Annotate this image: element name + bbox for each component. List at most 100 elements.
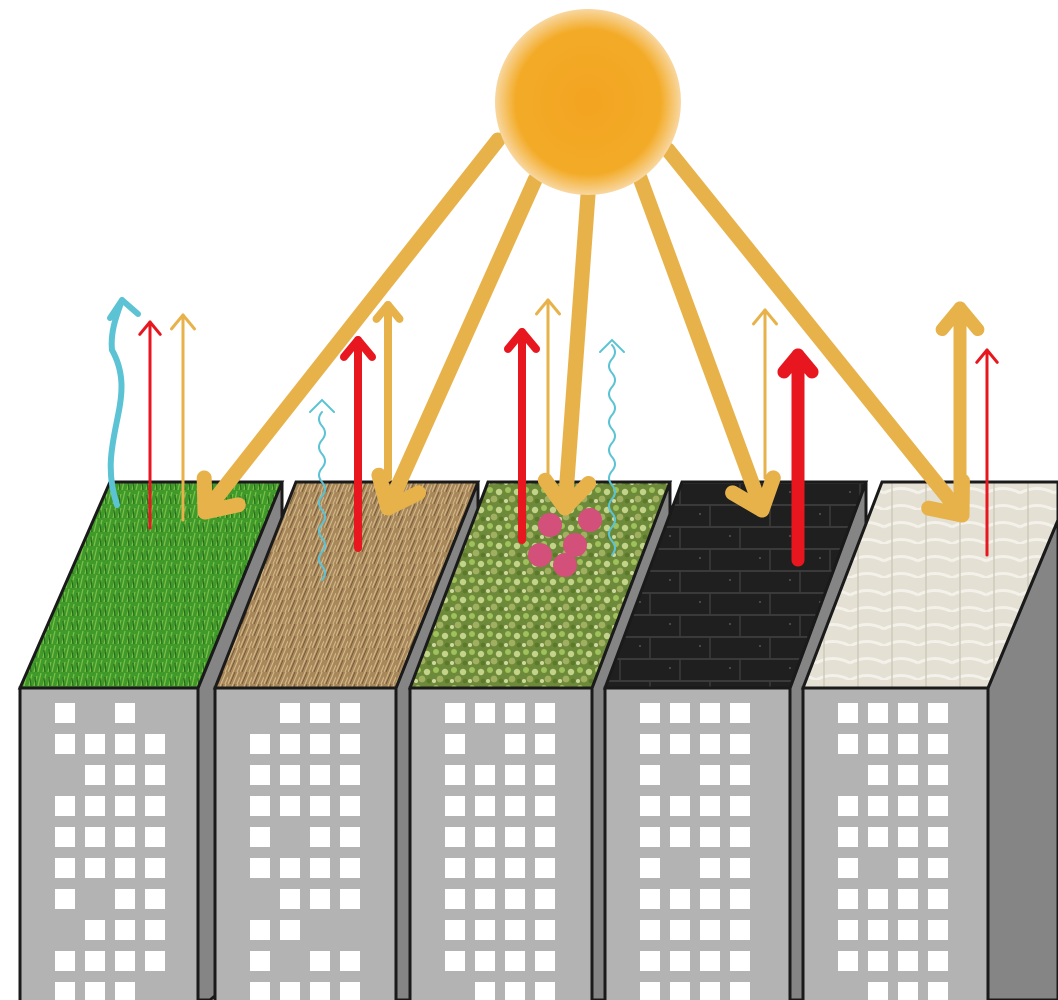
flower-icon: [538, 513, 562, 537]
window: [340, 858, 360, 878]
window: [700, 765, 720, 785]
sun-icon: [495, 9, 681, 195]
window: [115, 734, 135, 754]
building-front-wall: [603, 686, 792, 1000]
window: [145, 796, 165, 816]
window: [475, 920, 495, 940]
incoming-solar-ray-asphalt-shingle: [632, 170, 781, 518]
window: [445, 858, 465, 878]
window: [505, 827, 525, 847]
heat-arrow-dry-grass: [339, 336, 377, 552]
window: [730, 734, 750, 754]
window: [280, 920, 300, 940]
building-front-wall: [408, 686, 594, 1000]
window: [898, 858, 918, 878]
window: [145, 827, 165, 847]
window: [670, 982, 690, 1000]
window: [670, 827, 690, 847]
window: [310, 703, 330, 723]
window: [535, 920, 555, 940]
window: [670, 703, 690, 723]
window: [340, 703, 360, 723]
buildings-group: [17, 480, 1058, 1000]
window: [535, 703, 555, 723]
window: [928, 827, 948, 847]
window: [928, 920, 948, 940]
window: [445, 796, 465, 816]
window: [730, 703, 750, 723]
window: [868, 734, 888, 754]
window: [55, 703, 75, 723]
window: [145, 920, 165, 940]
window: [280, 982, 300, 1000]
roof-white-tile: [800, 480, 1058, 690]
window: [505, 858, 525, 878]
window: [928, 703, 948, 723]
window: [505, 920, 525, 940]
window: [115, 951, 135, 971]
window: [340, 734, 360, 754]
window: [445, 889, 465, 909]
window: [730, 858, 750, 878]
building-front-wall: [18, 686, 200, 1000]
incoming-solar-rays: [196, 132, 970, 523]
window: [898, 951, 918, 971]
window: [475, 982, 495, 1000]
window: [868, 982, 888, 1000]
flower-icon: [578, 508, 602, 532]
window: [838, 858, 858, 878]
window: [310, 858, 330, 878]
window: [898, 982, 918, 1000]
window: [928, 982, 948, 1000]
window: [700, 796, 720, 816]
window: [868, 951, 888, 971]
window: [340, 889, 360, 909]
roof-dry-grass: [212, 480, 481, 690]
window: [445, 827, 465, 847]
building-front-wall: [213, 686, 398, 1000]
window: [640, 858, 660, 878]
window: [670, 889, 690, 909]
building-front-wall: [801, 686, 990, 1000]
window: [730, 889, 750, 909]
window: [640, 889, 660, 909]
window: [868, 827, 888, 847]
window: [700, 827, 720, 847]
evaporation-arrow-dry-grass: [309, 398, 335, 581]
window: [730, 765, 750, 785]
reflected-solar-arrow-asphalt-shingle: [752, 308, 778, 480]
window: [310, 765, 330, 785]
window: [838, 734, 858, 754]
window: [115, 889, 135, 909]
window: [145, 858, 165, 878]
window: [670, 734, 690, 754]
window: [640, 920, 660, 940]
window: [898, 827, 918, 847]
heat-arrow-asphalt-shingle: [777, 348, 819, 567]
window: [838, 889, 858, 909]
window: [700, 734, 720, 754]
window: [445, 734, 465, 754]
window: [145, 951, 165, 971]
window: [928, 734, 948, 754]
reflected-solar-arrow-white-tile: [935, 301, 985, 502]
window: [145, 889, 165, 909]
window: [310, 796, 330, 816]
window: [868, 920, 888, 940]
window: [250, 982, 270, 1000]
window: [475, 827, 495, 847]
window: [898, 889, 918, 909]
window: [340, 982, 360, 1000]
building-white-tile: [800, 480, 1058, 1000]
window: [505, 982, 525, 1000]
window: [145, 734, 165, 754]
window: [700, 703, 720, 723]
evaporation-arrow-sedum: [599, 338, 625, 556]
window: [475, 796, 495, 816]
window: [700, 951, 720, 971]
window: [640, 827, 660, 847]
window: [85, 827, 105, 847]
window: [85, 734, 105, 754]
window: [280, 734, 300, 754]
window: [928, 858, 948, 878]
